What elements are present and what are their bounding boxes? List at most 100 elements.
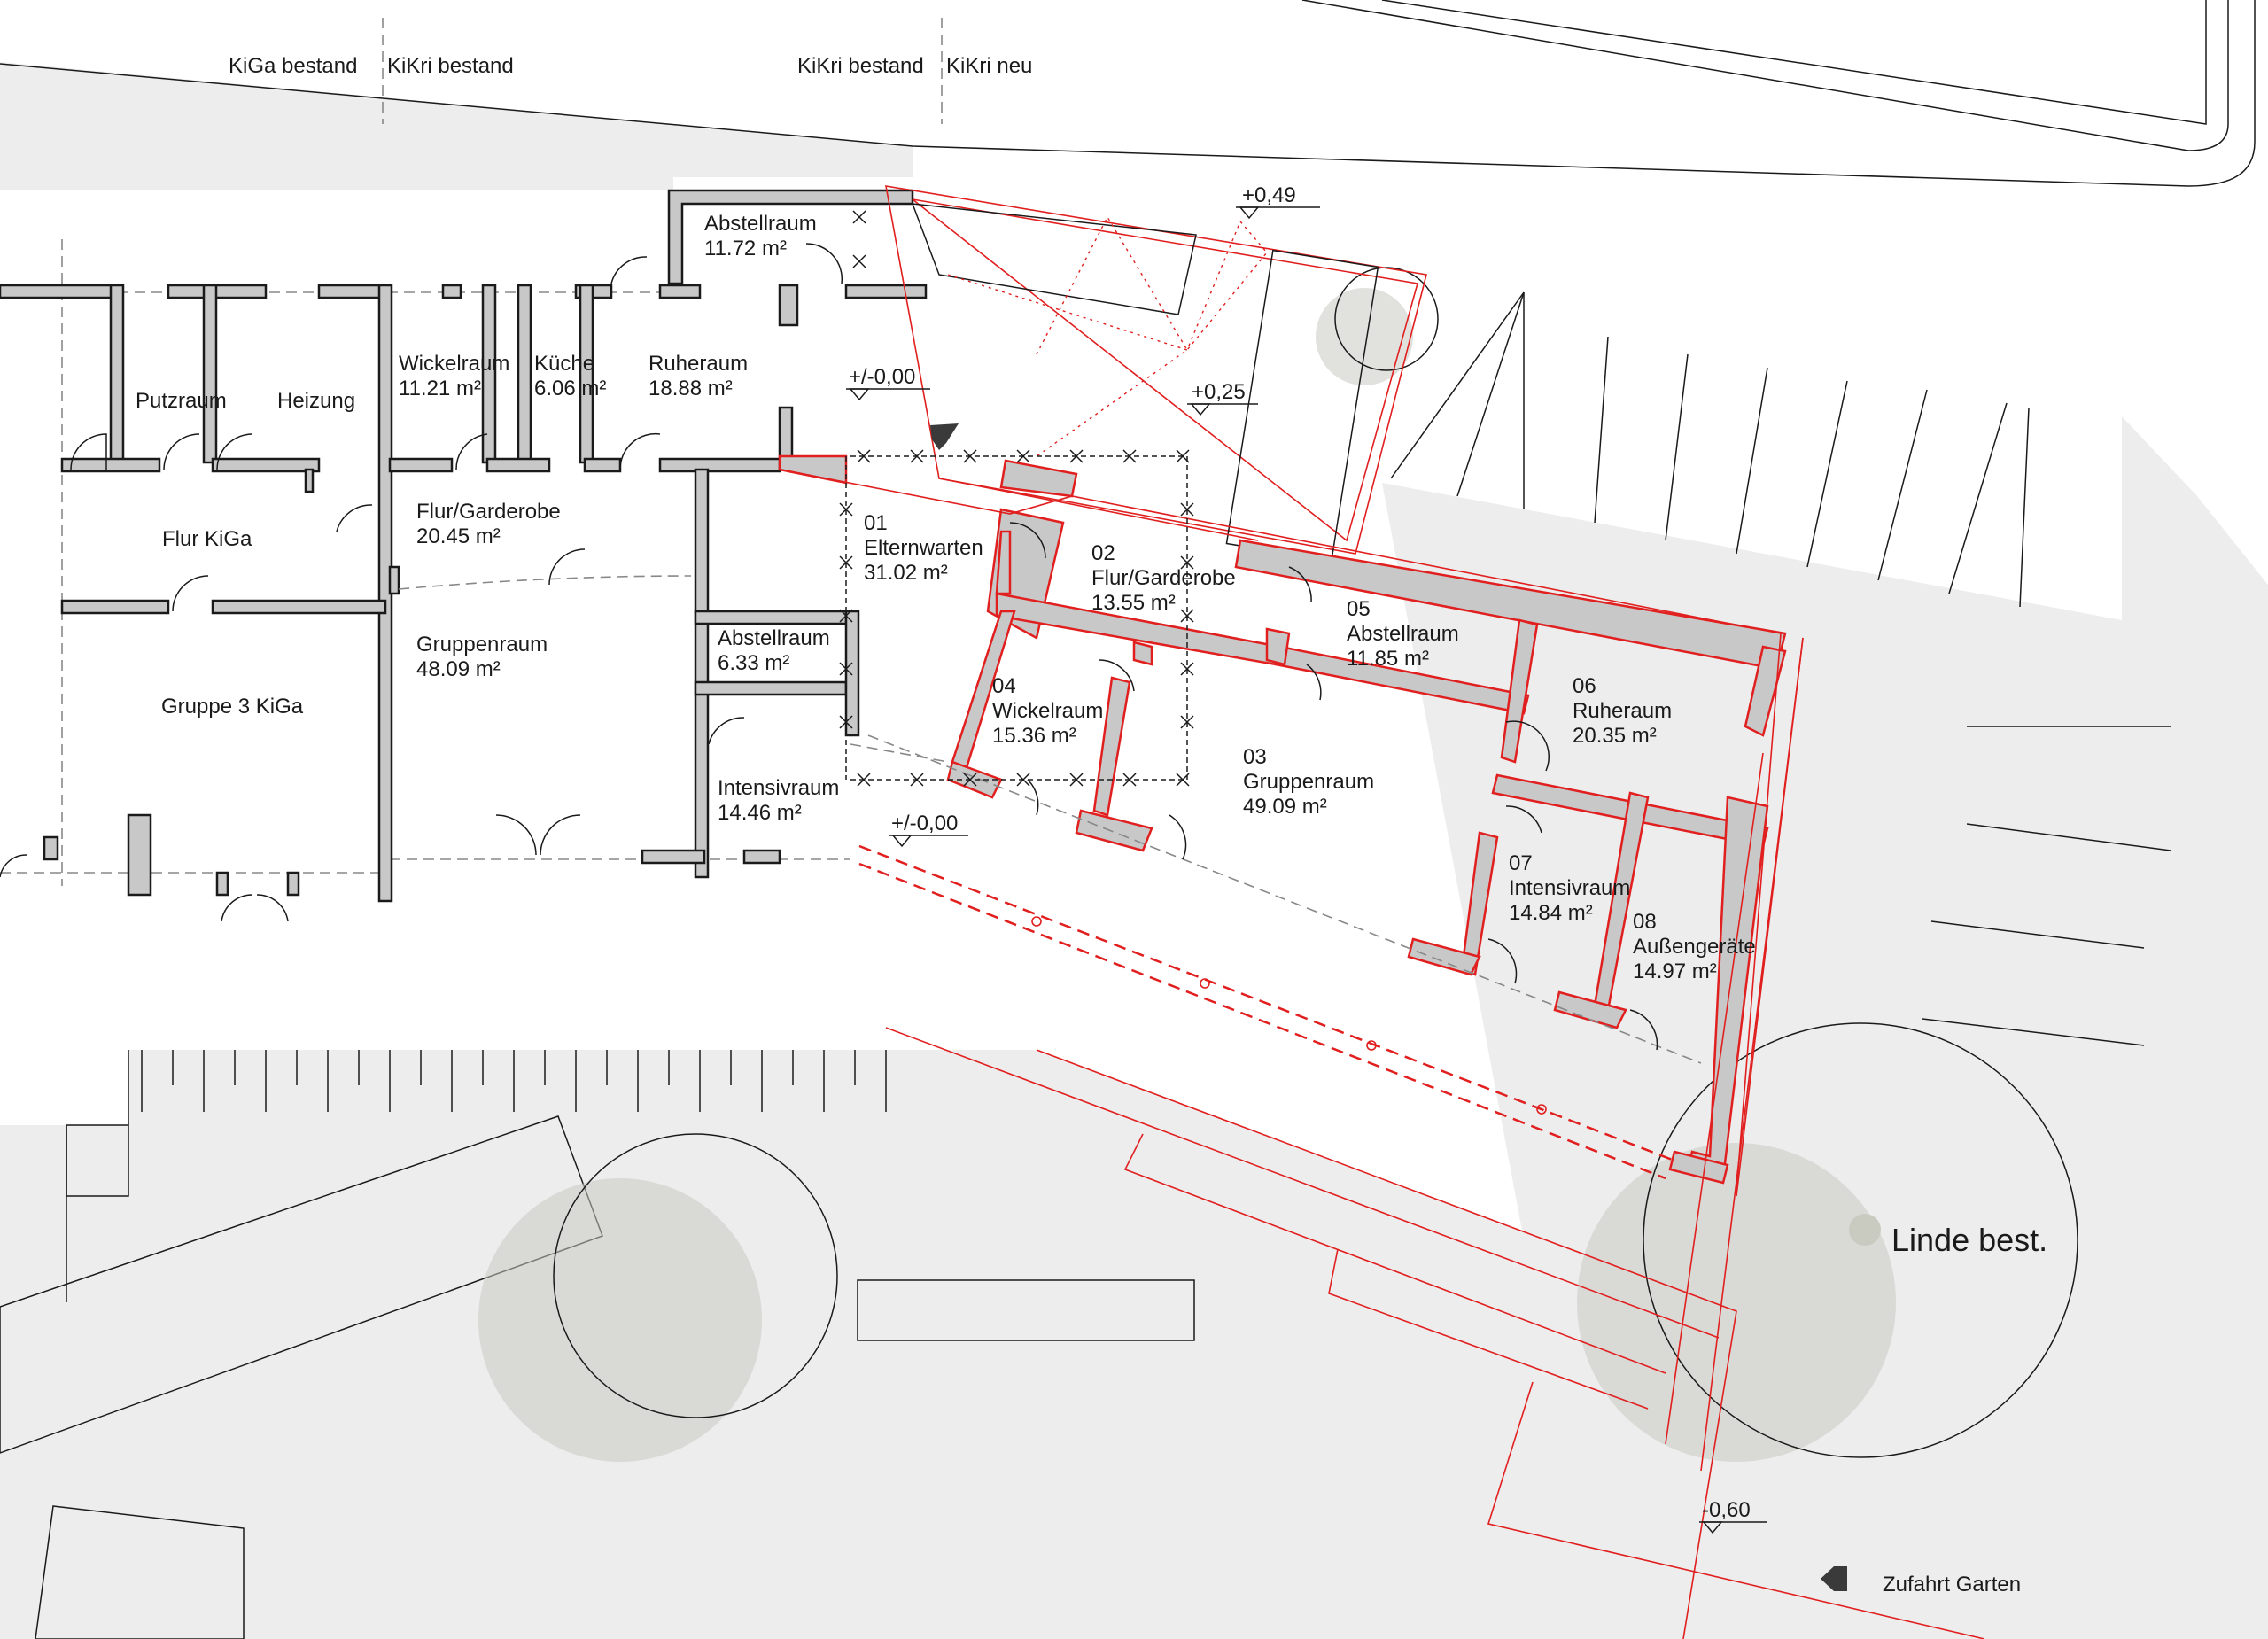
trees — [478, 267, 2078, 1462]
room-area: 11.21 m² — [399, 377, 481, 400]
arrow-left-icon — [1821, 1566, 1847, 1591]
tree-canopy-shadow — [478, 1178, 762, 1462]
level-triangle-icon — [891, 835, 913, 848]
room-number: 07 — [1509, 851, 1533, 875]
room-name: Putzraum — [136, 389, 227, 413]
new-building — [778, 185, 1985, 1639]
room-name: Gruppenraum — [416, 633, 548, 656]
demolition-cross — [963, 449, 977, 463]
room-name: Flur KiGa — [162, 527, 252, 551]
room-area: 6.06 m² — [534, 377, 606, 400]
level-marker: +/-0,00 — [846, 365, 930, 401]
room-name: Abstellraum — [1347, 622, 1459, 646]
demolition-cross — [1180, 555, 1194, 570]
room-number: 05 — [1347, 597, 1371, 621]
tree-label: Linde best. — [1891, 1222, 2047, 1258]
room-area: 18.88 m² — [649, 377, 733, 400]
room-area: 6.33 m² — [718, 651, 789, 675]
entrance-arrow-icon — [930, 423, 959, 450]
room-name: Heizung — [277, 389, 355, 413]
demolition-cross — [1122, 773, 1137, 787]
site-boundary — [885, 185, 1427, 555]
demolition-cross — [1069, 773, 1084, 787]
room-area: 14.84 m² — [1509, 901, 1593, 925]
section-label-kikri-neu: KiKri neu — [946, 54, 1032, 78]
parking-stalls — [1390, 291, 2171, 1046]
demolition-markers — [839, 210, 1194, 787]
room-area: 20.45 m² — [416, 524, 501, 548]
existing-room-labels: Putzraum Heizung Wickelraum 11.21 m² Küc… — [136, 212, 839, 825]
level-marker: +/-0,00 — [889, 812, 968, 848]
demolition-cross — [857, 449, 871, 463]
tree-canopy-shadow — [1577, 1143, 1896, 1462]
demolition-cross — [910, 449, 924, 463]
room-area: 31.02 m² — [864, 561, 948, 585]
room-area: 20.35 m² — [1573, 724, 1657, 748]
demolition-cross — [839, 502, 853, 517]
room-name: Intensivraum — [1509, 876, 1630, 900]
svg-text:+/-0,00: +/-0,00 — [891, 812, 958, 835]
room-area: 11.85 m² — [1347, 647, 1429, 671]
existing-building — [0, 189, 928, 922]
room-name: Flur/Garderobe — [416, 500, 561, 524]
tree-canopy-linde — [1643, 1022, 2078, 1458]
playground-area — [0, 1050, 1736, 1639]
room-name: Wickelraum — [399, 352, 509, 376]
room-area: 49.09 m² — [1243, 795, 1327, 819]
room-number: 03 — [1243, 745, 1267, 769]
level-marker: -0,60 — [1699, 1498, 1767, 1534]
demolition-cross — [1180, 662, 1194, 676]
tree-canopy-shadow — [1316, 288, 1413, 385]
demolition-cross — [1016, 449, 1030, 463]
level-triangle-icon — [849, 388, 870, 401]
svg-text:+0,49: +0,49 — [1242, 183, 1296, 207]
section-label-kikri-bestand-left: KiKri bestand — [387, 54, 514, 78]
room-name: Flur/Garderobe — [1091, 566, 1236, 590]
road-edge — [0, 0, 2256, 187]
sandbox — [857, 1279, 1195, 1341]
demolition-cross — [852, 210, 866, 224]
demolition-cross — [963, 773, 977, 787]
level-triangle-icon — [1190, 403, 1211, 416]
access-garden: Zufahrt Garten — [1821, 1566, 2021, 1596]
demolition-cross — [857, 773, 871, 787]
room-name: Küche — [534, 352, 594, 376]
room-area: 13.55 m² — [1091, 591, 1176, 615]
demolition-cross — [839, 555, 853, 570]
demolition-cross — [1180, 502, 1194, 517]
room-name: Außengeräte — [1633, 935, 1756, 959]
new-room-labels: 01 Elternwarten 31.02 m² 02 Flur/Gardero… — [864, 511, 1756, 983]
access-label: Zufahrt Garten — [1883, 1573, 2021, 1596]
demolition-cross — [839, 715, 853, 729]
bench — [35, 1505, 245, 1639]
room-name: Gruppe 3 KiGa — [161, 695, 304, 719]
room-name: Gruppenraum — [1243, 770, 1374, 794]
demolition-cross — [839, 609, 853, 623]
room-number: 06 — [1573, 674, 1596, 698]
svg-text:-0,60: -0,60 — [1702, 1498, 1751, 1522]
demolition-cross — [1016, 773, 1030, 787]
room-number: 08 — [1633, 910, 1657, 934]
room-name: Abstellraum — [704, 212, 817, 236]
tree-trunk — [1849, 1214, 1881, 1246]
tree-canopy — [553, 1133, 838, 1418]
section-label-kiga-bestand: KiGa bestand — [229, 54, 357, 78]
svg-text:+0,25: +0,25 — [1192, 380, 1246, 404]
room-name: Wickelraum — [992, 699, 1103, 723]
section-labels: KiGa bestand KiKri bestand KiKri bestand… — [229, 54, 1032, 78]
room-name: Intensivraum — [718, 776, 839, 800]
demolition-cross — [1180, 609, 1194, 623]
section-divider-lines — [382, 18, 943, 124]
room-area: 11.72 m² — [704, 237, 787, 260]
demolition-cross — [852, 254, 866, 268]
demolition-cross — [1176, 449, 1190, 463]
demolition-cross — [910, 773, 924, 787]
level-triangle-icon — [1239, 206, 1260, 220]
room-name: Ruheraum — [1573, 699, 1672, 723]
room-number: 04 — [992, 674, 1016, 698]
level-marker: +0,25 — [1187, 380, 1258, 416]
demolition-cross — [1122, 449, 1137, 463]
room-area: 48.09 m² — [416, 657, 501, 681]
room-area: 14.97 m² — [1633, 959, 1717, 983]
railing-ticks — [141, 1050, 887, 1112]
